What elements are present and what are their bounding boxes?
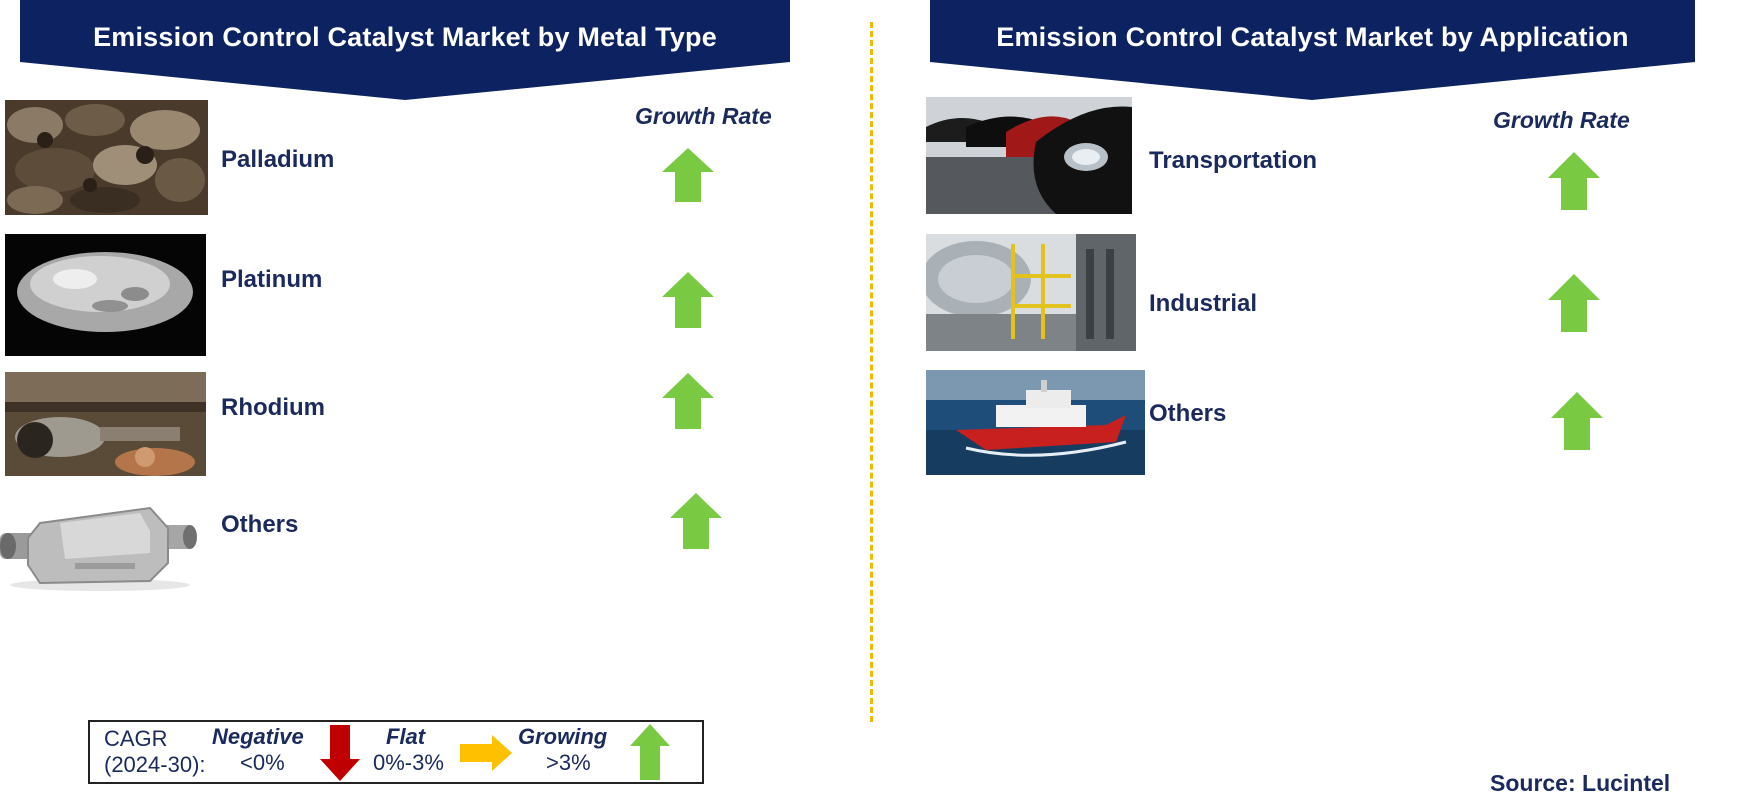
legend-flat-label: Flat (386, 724, 426, 749)
platinum-label: Platinum (221, 266, 323, 293)
industrial-image (926, 234, 1136, 351)
palladium-label: Palladium (221, 146, 335, 173)
source-label: Source: Lucintel (1490, 770, 1671, 796)
platinum-image (5, 234, 206, 356)
legend-period: (2024-30): (104, 752, 206, 777)
legend-growing-range: >3% (546, 750, 591, 775)
legend-cagr-label: CAGR (104, 726, 168, 751)
left-banner: Emission Control Catalyst Market by Meta… (20, 0, 790, 100)
right-growth-rate-header: Growth Rate (1493, 107, 1630, 133)
legend-negative-range: <0% (240, 750, 285, 775)
others-right-growth-up-arrow-icon (1551, 392, 1603, 455)
left-panel-title: Emission Control Catalyst Market by Meta… (93, 22, 717, 52)
transportation-label: Transportation (1149, 147, 1318, 174)
right-banner: Emission Control Catalyst Market by Appl… (930, 0, 1695, 100)
legend-up-arrow-icon (630, 724, 670, 785)
panel-divider (870, 22, 873, 722)
legend-growing-label: Growing (518, 724, 608, 749)
platinum-growth-up-arrow-icon (662, 272, 714, 333)
rhodium-growth-up-arrow-icon (662, 373, 714, 434)
legend-down-arrow-icon (320, 725, 360, 786)
rhodium-image (5, 372, 206, 476)
industrial-growth-up-arrow-icon (1548, 274, 1600, 337)
left-growth-rate-header: Growth Rate (635, 103, 772, 129)
ship-image (926, 370, 1145, 475)
others-left-label: Others (221, 511, 299, 538)
right-panel-title: Emission Control Catalyst Market by Appl… (996, 22, 1629, 52)
transportation-growth-up-arrow-icon (1548, 152, 1600, 215)
cagr-legend: CAGR (2024-30): Negative <0% Flat 0%-3% … (88, 720, 704, 784)
catalytic-converter-image (0, 493, 198, 593)
industrial-label: Industrial (1149, 290, 1258, 317)
palladium-image (5, 100, 208, 215)
rhodium-label: Rhodium (221, 394, 325, 421)
legend-negative-label: Negative (212, 724, 304, 749)
legend-flat-arrow-icon (460, 735, 512, 776)
others-right-label: Others (1149, 400, 1227, 427)
legend-flat-range: 0%-3% (373, 750, 444, 775)
others-left-growth-up-arrow-icon (670, 493, 722, 554)
transportation-image (926, 97, 1132, 214)
palladium-growth-up-arrow-icon (662, 148, 714, 207)
